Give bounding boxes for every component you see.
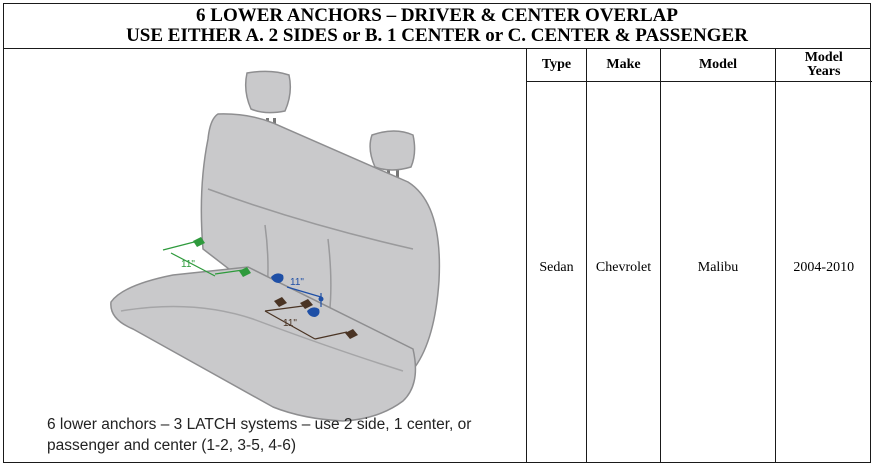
table-header-row: Type Make Model Model Years — [526, 49, 872, 82]
caption-line-2: passenger and center (1-2, 3-5, 4-6) — [47, 437, 296, 454]
cell-type: Sedan — [526, 81, 587, 463]
brown-distance-label: 11" — [283, 318, 297, 329]
header-type: Type — [526, 49, 587, 82]
seat-diagram-cell: 11" 11" 11" 6 lower anchors – 3 LATCH sy… — [3, 49, 526, 463]
caption-line-1: 6 lower anchors – 3 LATCH systems – use … — [47, 416, 472, 433]
header-model-years: Model Years — [775, 49, 872, 82]
page-header: 6 LOWER ANCHORS – DRIVER & CENTER OVERLA… — [3, 3, 871, 49]
cell-model-years: 2004-2010 — [775, 81, 872, 463]
green-distance-label: 11" — [181, 259, 195, 270]
cell-model: Malibu — [660, 81, 776, 463]
seat-back — [200, 113, 441, 368]
title-line-1: 6 LOWER ANCHORS – DRIVER & CENTER OVERLA… — [196, 5, 678, 26]
brown-latch-system: 11" — [264, 297, 358, 340]
seat-cushion — [110, 266, 417, 422]
green-latch-system: 11" — [162, 237, 251, 277]
header-make: Make — [586, 49, 661, 82]
table-row: Sedan Chevrolet Malibu 2004-2010 — [526, 81, 872, 463]
title-line-2: USE EITHER A. 2 SIDES or B. 1 CENTER or … — [126, 25, 748, 46]
cell-make: Chevrolet — [586, 81, 661, 463]
rear-seat-diagram: 11" 11" 11" — [110, 70, 441, 422]
blue-distance-label: 11" — [290, 277, 304, 288]
diagram-caption: 6 lower anchors – 3 LATCH systems – use … — [47, 414, 517, 456]
blue-latch-system: 11" — [271, 273, 324, 317]
vehicle-spec-table: Type Make Model Model Years Sedan Chevro… — [526, 49, 872, 463]
header-model: Model — [660, 49, 776, 82]
